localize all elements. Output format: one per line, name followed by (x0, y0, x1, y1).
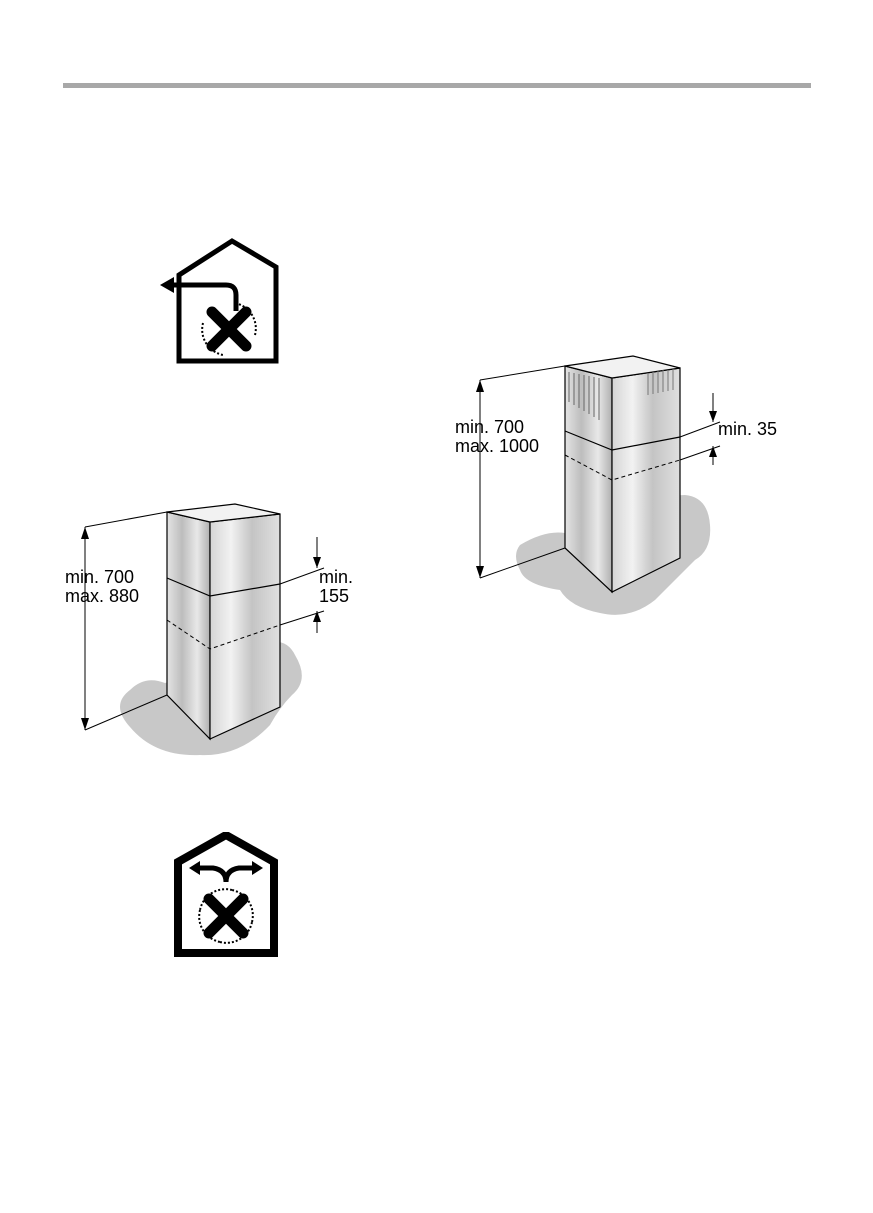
right-height-max-label: max. 1000 (455, 437, 539, 456)
header-rule (63, 83, 811, 88)
chimney-diagram-left (60, 495, 370, 770)
chimney-diagram-right (450, 345, 790, 625)
right-overlap-label: min. 35 (718, 420, 777, 439)
left-height-min-label: min. 700 (65, 568, 134, 587)
house-recirculation-icon (173, 832, 279, 958)
left-height-max-label: max. 880 (65, 587, 139, 606)
right-height-min-label: min. 700 (455, 418, 524, 437)
house-exhaust-air-icon (155, 237, 280, 365)
left-overlap-label-line1: min. (319, 568, 353, 587)
left-overlap-label-line2: 155 (319, 587, 349, 606)
